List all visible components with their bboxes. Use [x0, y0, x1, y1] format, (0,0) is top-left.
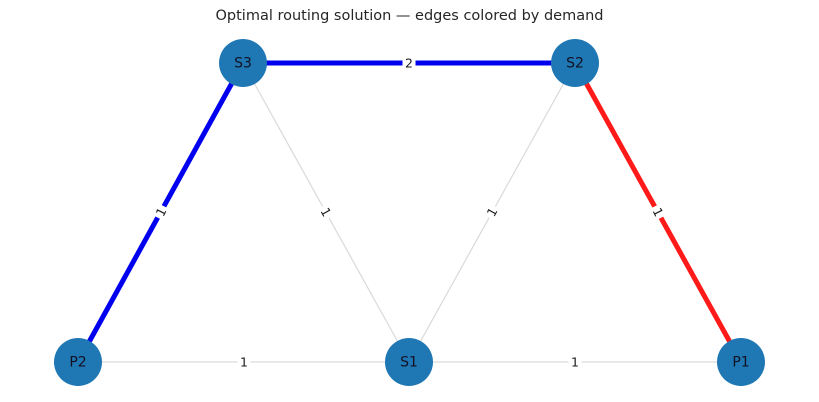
edge-layer: [75, 60, 744, 365]
edge-label-s3-s2: 2: [402, 55, 416, 71]
edge-label-s2-p1: 1: [648, 202, 668, 222]
graph-node-s2[interactable]: S2: [551, 39, 599, 87]
node-circle-s3[interactable]: [219, 39, 267, 87]
edge-label-s2-s1: 1: [482, 202, 502, 222]
edge-label-backdrop: [316, 202, 336, 222]
edge-label-backdrop: [402, 55, 416, 71]
node-circle-s2[interactable]: [551, 39, 599, 87]
edge-label-layer: 2 1 1 1 1 1 1: [151, 55, 668, 370]
graph-node-s3[interactable]: S3: [219, 39, 267, 87]
edge-label-s1-p1: 1: [568, 354, 582, 370]
graph-node-p1[interactable]: P1: [717, 338, 765, 386]
node-circle-p2[interactable]: [54, 338, 102, 386]
node-circle-p1[interactable]: [717, 338, 765, 386]
edge-label-backdrop: [648, 202, 668, 222]
edge-label-backdrop: [237, 354, 251, 370]
edge-label-p2-s1: 1: [237, 354, 251, 370]
edge-label-backdrop: [151, 202, 171, 222]
graph-node-p2[interactable]: P2: [54, 338, 102, 386]
edge-weight-value: 2: [405, 56, 413, 71]
edge-weight-value: 1: [240, 355, 248, 370]
graph-node-s1[interactable]: S1: [385, 338, 433, 386]
edge-label-s3-s1: 1: [316, 202, 336, 222]
edge-weight-value: 1: [571, 355, 579, 370]
page-title: Optimal routing solution — edges colored…: [215, 8, 604, 24]
edge-label-backdrop: [482, 202, 502, 222]
node-circle-s1[interactable]: [385, 338, 433, 386]
edge-label-backdrop: [568, 354, 582, 370]
edge-label-s3-p2: 1: [151, 202, 171, 222]
